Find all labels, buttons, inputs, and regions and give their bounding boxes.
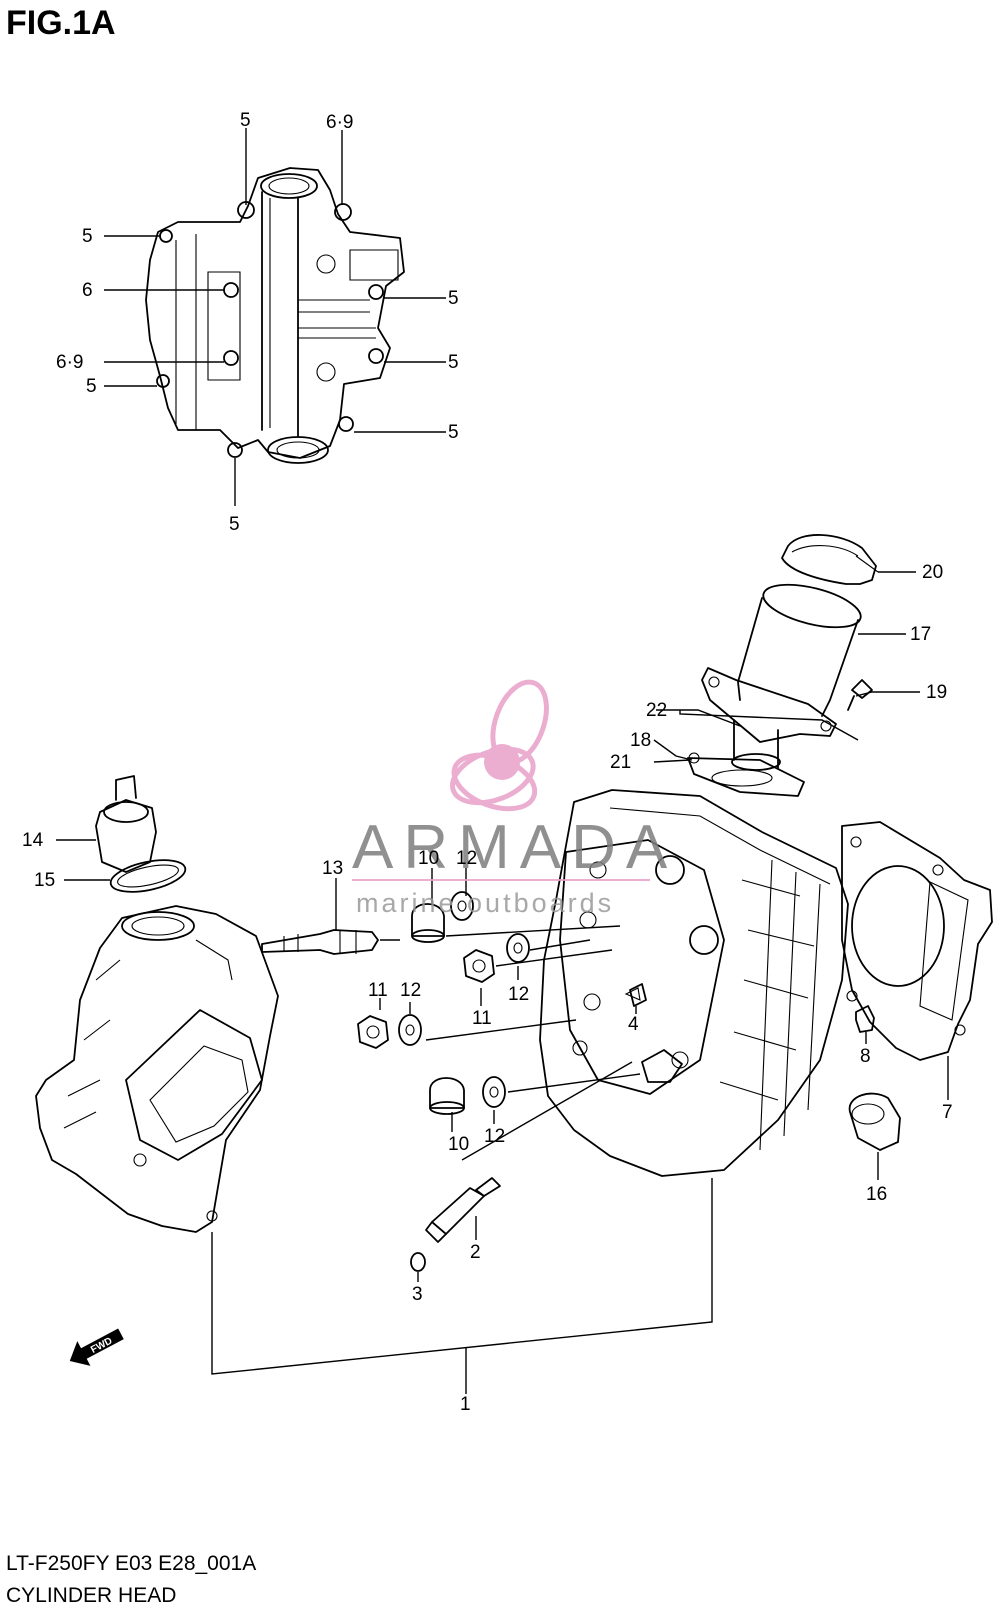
callout-label: 10 (418, 848, 439, 869)
part-4-dowel (629, 983, 647, 1007)
callout-label: 13 (322, 858, 343, 879)
callout-label: 5 (82, 226, 93, 247)
fwd-arrow-icon: FWD (69, 1328, 124, 1366)
callout-label: 5 (448, 288, 459, 309)
callout-label: 20 (922, 562, 943, 583)
callout-label: 22 (646, 700, 667, 721)
watermark-name: ARMADA (352, 813, 677, 882)
callout-label: 5 (448, 422, 459, 443)
callout-label: 12 (484, 1126, 505, 1147)
diagram-code: LT-F250FY E03 E28_001A (6, 1552, 257, 1575)
watermark-tagline: marine outboards (356, 888, 614, 918)
callout-label: 11 (368, 980, 388, 1001)
part-14-cap (95, 775, 157, 873)
callout-label: 18 (630, 730, 651, 751)
part-11-nut-low (357, 1015, 389, 1049)
part-2-valve-guide (425, 1177, 501, 1243)
part-12-washer-mid (506, 933, 530, 963)
top-view-leaders (104, 128, 446, 506)
callout-label: 3 (412, 1284, 423, 1305)
callout-label: 6·9 (56, 352, 83, 373)
part-3-clip (410, 1252, 426, 1272)
part-15-o-ring (109, 859, 187, 893)
part-10-cap-nut-low (429, 1077, 465, 1115)
part-7-gasket (841, 821, 993, 1061)
callout-label: 5 (229, 514, 240, 535)
part-12-washer-bottom (482, 1076, 506, 1108)
callout-label: 10 (448, 1134, 469, 1155)
callout-label: 8 (860, 1046, 871, 1067)
callout-label: 12 (508, 984, 529, 1005)
callout-label: 5 (448, 352, 459, 373)
part-12-washer-top (450, 891, 474, 921)
callout-label: 7 (942, 1102, 953, 1123)
head-cover-top-view (145, 167, 405, 464)
callout-labels: 5 6·9 5 6 5 6·9 5 5 5 5 5 20 17 19 22 18… (22, 110, 953, 1415)
part-12-washer-low (398, 1014, 422, 1046)
callout-label: 12 (400, 980, 421, 1001)
callout-label: 14 (22, 830, 44, 851)
part-20-clamp (781, 534, 879, 585)
part-13-spark-plug (261, 929, 400, 955)
stud-leader-lines (425, 925, 641, 1161)
assembly-leaders (56, 571, 949, 1282)
callout-label: 2 (470, 1242, 481, 1263)
part-18-21-gaskets (687, 752, 805, 797)
part-10-cap-nut-top (411, 903, 445, 943)
callout-label: 11 (472, 1008, 492, 1029)
head-cover-left (35, 905, 279, 1233)
callout-label: 4 (628, 1014, 639, 1035)
watermark: ARMADA marine outboards (352, 679, 677, 918)
callout-label: 6 (82, 280, 93, 301)
part-16-plug (848, 1092, 901, 1151)
part-8-dowel (855, 1005, 875, 1033)
callout-label: 15 (34, 870, 55, 891)
cylinder-head-body (539, 789, 849, 1177)
callout-label: 21 (610, 752, 631, 773)
diagram-name: CYLINDER HEAD (6, 1584, 177, 1607)
callout-label: 12 (456, 848, 477, 869)
part-17-intake-pipe (701, 583, 862, 771)
callout-label: 5 (86, 376, 97, 397)
callout-label: 16 (866, 1184, 887, 1205)
callout-label: 5 (240, 110, 251, 131)
figure-title: FIG.1A (6, 4, 116, 42)
propeller-logo-icon (450, 679, 549, 812)
callout-label: 17 (910, 624, 931, 645)
fwd-label: FWD (89, 1336, 114, 1356)
callout-label: 1 (460, 1394, 471, 1415)
part-11-nut-mid (463, 949, 495, 983)
callout-label: 19 (926, 682, 947, 703)
assembly-bracket (211, 1178, 713, 1394)
callout-label: 6·9 (326, 112, 353, 133)
